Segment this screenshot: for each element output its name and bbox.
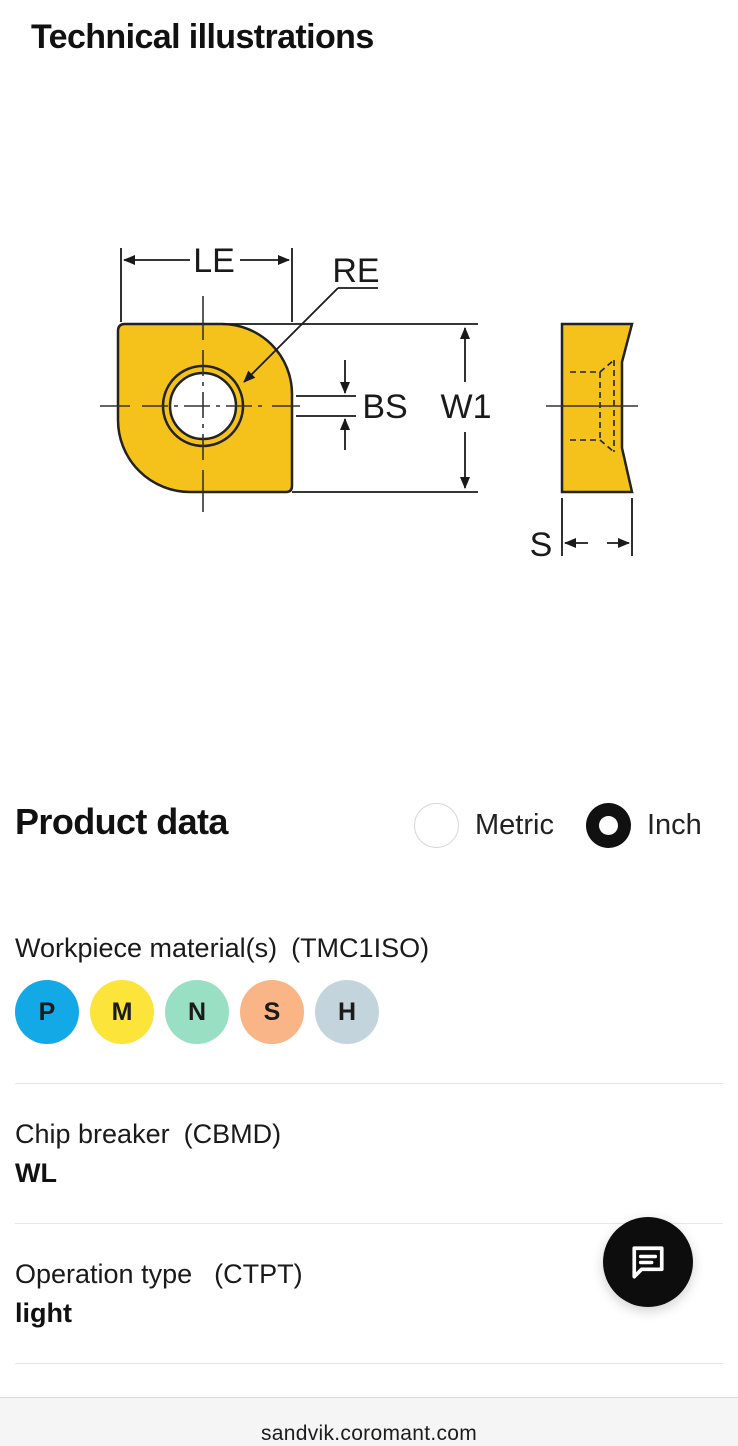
s-label: S: [530, 526, 553, 564]
le-label: LE: [193, 242, 235, 280]
insert-drawing: LE RE W1 BS: [100, 242, 638, 564]
operation-type-value: light: [15, 1298, 72, 1328]
re-label: RE: [332, 252, 379, 290]
technical-illustrations-title: Technical illustrations: [31, 18, 374, 56]
insert-side-view: [560, 322, 634, 494]
material-badge-m[interactable]: M: [90, 980, 154, 1044]
metric-option[interactable]: Metric: [414, 802, 554, 848]
material-badge-n[interactable]: N: [165, 980, 229, 1044]
material-badge-s[interactable]: S: [240, 980, 304, 1044]
divider: [15, 1223, 723, 1224]
material-badges: P M N S H: [15, 980, 390, 1044]
url-text[interactable]: sandvik.coromant.com: [260, 1422, 478, 1445]
operation-type-label-text: Operation type: [15, 1259, 193, 1289]
chip-breaker-value: WL: [15, 1158, 57, 1188]
w1-label: W1: [441, 388, 492, 426]
chip-breaker-label: Chip breaker (CBMD): [15, 1119, 281, 1150]
material-badge-p[interactable]: P: [15, 980, 79, 1044]
metric-label: Metric: [475, 808, 554, 841]
operation-type-code: (CTPT): [214, 1259, 303, 1289]
inch-radio[interactable]: [585, 802, 631, 848]
product-data-title: Product data: [15, 801, 228, 842]
divider: [15, 1363, 723, 1364]
chip-breaker-code: (CBMD): [183, 1119, 282, 1149]
bs-label: BS: [362, 388, 407, 426]
workpiece-label-text: Workpiece material(s): [15, 933, 278, 963]
inch-label: Inch: [646, 808, 702, 841]
operation-type-label: Operation type (CTPT): [15, 1259, 303, 1290]
inch-option[interactable]: Inch: [585, 802, 702, 848]
browser-url-bar[interactable]: sandvik.coromant.com: [0, 1397, 738, 1446]
unit-selector: Metric Inch: [414, 802, 702, 848]
workpiece-material-label: Workpiece material(s) (TMC1ISO): [15, 933, 429, 964]
technical-illustration: LE RE W1 BS: [0, 200, 738, 600]
workpiece-code: (TMC1ISO): [291, 933, 430, 963]
divider: [15, 1083, 723, 1084]
metric-radio[interactable]: [414, 802, 459, 848]
chip-breaker-label-text: Chip breaker: [15, 1119, 170, 1149]
chat-button[interactable]: [603, 1217, 693, 1307]
material-badge-h[interactable]: H: [315, 980, 379, 1044]
chat-icon: [632, 1246, 664, 1279]
